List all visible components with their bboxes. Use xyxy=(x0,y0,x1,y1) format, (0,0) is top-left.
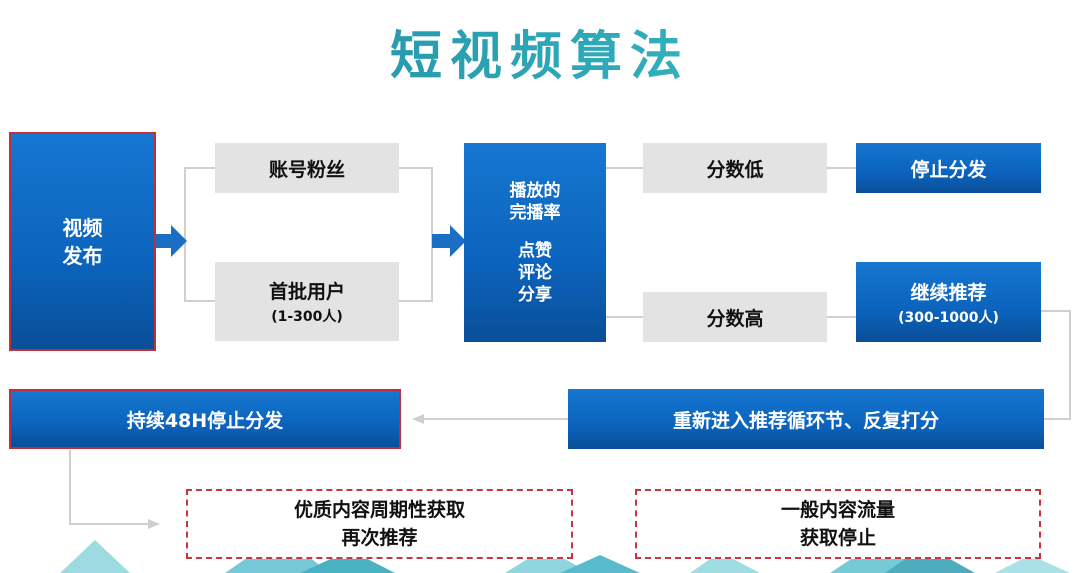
arrow-icon-2 xyxy=(432,225,466,257)
quality-content-line2: 再次推荐 xyxy=(341,527,418,549)
first-users-range: (1-300人) xyxy=(271,309,343,325)
video-publish-box: 视频 发布 xyxy=(9,132,156,351)
metrics-line4: 评论 xyxy=(518,262,552,283)
arrowhead-quality xyxy=(148,519,160,529)
normal-content-box: 一般内容流量 获取停止 xyxy=(635,489,1041,559)
account-fans-label: 账号粉丝 xyxy=(268,158,345,181)
continue-recommend-range: (300-1000人) xyxy=(898,309,999,326)
score-high-box: 分数高 xyxy=(643,292,827,342)
first-users-label: 首批用户 xyxy=(268,281,345,303)
re-enter-loop-box: 重新进入推荐循环节、反复打分 xyxy=(568,389,1044,449)
re-enter-loop-label: 重新进入推荐循环节、反复打分 xyxy=(672,409,939,432)
continue-48h-stop-box: 持续48H停止分发 xyxy=(9,389,401,449)
quality-content-box: 优质内容周期性获取 再次推荐 xyxy=(186,489,573,559)
first-users-box: 首批用户 (1-300人) xyxy=(215,262,399,341)
arrow-icon-1 xyxy=(156,225,187,257)
score-low-label: 分数低 xyxy=(706,158,764,181)
bracket-left-1 xyxy=(184,167,215,302)
account-fans-box: 账号粉丝 xyxy=(215,143,399,193)
bracket-right-1 xyxy=(399,167,433,302)
metrics-line5: 分享 xyxy=(518,284,552,305)
video-publish-line2: 发布 xyxy=(62,243,103,268)
line-continue-loop xyxy=(1041,310,1071,420)
arrowhead-48h xyxy=(412,414,424,424)
metrics-box: 播放的 完播率 点赞 评论 分享 xyxy=(464,143,606,342)
line-48h-quality xyxy=(69,450,152,525)
quality-content-line1: 优质内容周期性获取 xyxy=(293,499,465,521)
stop-distribution-box: 停止分发 xyxy=(856,143,1041,193)
score-low-box: 分数低 xyxy=(643,143,827,193)
video-publish-line1: 视频 xyxy=(62,215,103,240)
metrics-line2: 完播率 xyxy=(509,202,561,223)
page-title: 短视频算法 xyxy=(0,14,1080,89)
metrics-line1: 播放的 xyxy=(509,180,561,201)
decorative-triangles xyxy=(60,535,1070,573)
normal-content-line2: 获取停止 xyxy=(799,527,876,549)
metrics-line3: 点赞 xyxy=(518,240,552,261)
continue-recommend-box: 继续推荐 (300-1000人) xyxy=(856,262,1041,342)
stop-distribution-label: 停止分发 xyxy=(910,158,987,181)
continue-48h-stop-label: 持续48H停止分发 xyxy=(126,409,284,432)
normal-content-line1: 一般内容流量 xyxy=(780,499,895,521)
score-high-label: 分数高 xyxy=(706,307,764,330)
continue-recommend-label: 继续推荐 xyxy=(910,281,987,304)
